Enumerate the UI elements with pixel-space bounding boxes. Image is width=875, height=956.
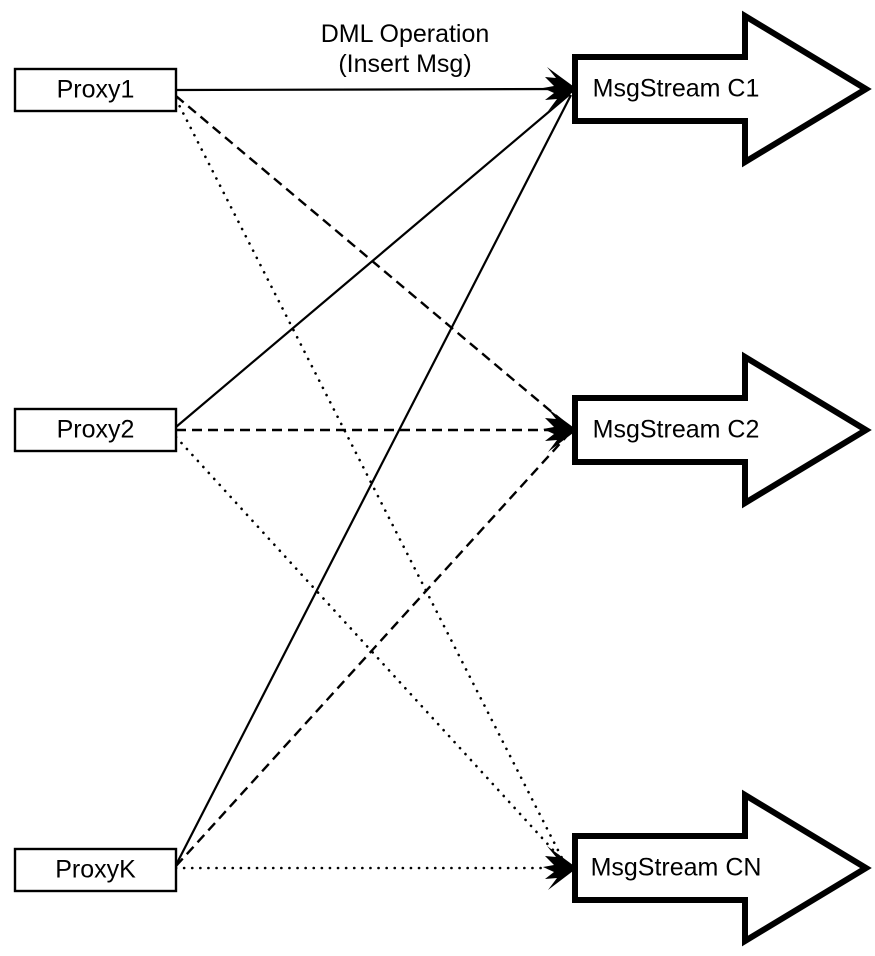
arrowheads-layer bbox=[543, 67, 577, 890]
msgstream-arrow-outline bbox=[572, 351, 872, 509]
proxy-box-proxy2[interactable]: Proxy2 bbox=[13, 407, 178, 453]
edge-proxy2-to-stream_c1 bbox=[175, 93, 571, 428]
arrowhead-head_c1 bbox=[543, 67, 577, 111]
msgstream-arrow-outline bbox=[572, 789, 872, 947]
msgstream-arrow-stream_c2[interactable]: MsgStream C2 bbox=[572, 351, 872, 509]
edge-proxy2-to-stream_cn bbox=[174, 435, 566, 864]
edge-proxyk-to-stream_c1 bbox=[175, 94, 572, 866]
proxy-box-label: Proxy1 bbox=[57, 76, 135, 104]
msgstream-arrow-stream_cn[interactable]: MsgStream CN bbox=[572, 789, 872, 947]
msgstream-label: MsgStream C2 bbox=[593, 416, 760, 444]
msgstream-arrow-outline bbox=[572, 10, 872, 168]
dml-operation-label-line2: (Insert Msg) bbox=[338, 50, 471, 78]
arrowhead-head_cn bbox=[543, 846, 577, 890]
annotation-labels-layer: DML Operation (Insert Msg) bbox=[321, 20, 490, 78]
msgstream-label: MsgStream CN bbox=[591, 854, 762, 882]
arrowhead-head_c2 bbox=[543, 408, 577, 452]
msgstream-shapes-layer: MsgStream C1 MsgStream C2 MsgStream CN bbox=[572, 10, 872, 947]
dml-operation-label-line1: DML Operation bbox=[321, 20, 490, 48]
edges-layer bbox=[174, 87, 572, 870]
proxy-box-outline bbox=[13, 847, 178, 893]
proxy-box-proxy1[interactable]: Proxy1 bbox=[13, 67, 178, 113]
msgstream-label: MsgStream C1 bbox=[593, 75, 760, 103]
edge-proxy1-to-stream_cn bbox=[174, 97, 566, 864]
edge-proxy1-to-stream_c1 bbox=[175, 87, 571, 92]
edge-proxyk-to-stream_c2 bbox=[175, 436, 567, 867]
proxy-box-proxyk[interactable]: ProxyK bbox=[13, 847, 178, 893]
msgstream-arrow-stream_c1[interactable]: MsgStream C1 bbox=[572, 10, 872, 168]
proxy-box-label: Proxy2 bbox=[57, 416, 135, 444]
proxy-box-outline bbox=[13, 67, 178, 113]
edge-proxy1-to-stream_c2 bbox=[175, 95, 567, 425]
proxy-box-label: ProxyK bbox=[55, 856, 136, 884]
proxy-box-outline bbox=[13, 407, 178, 453]
